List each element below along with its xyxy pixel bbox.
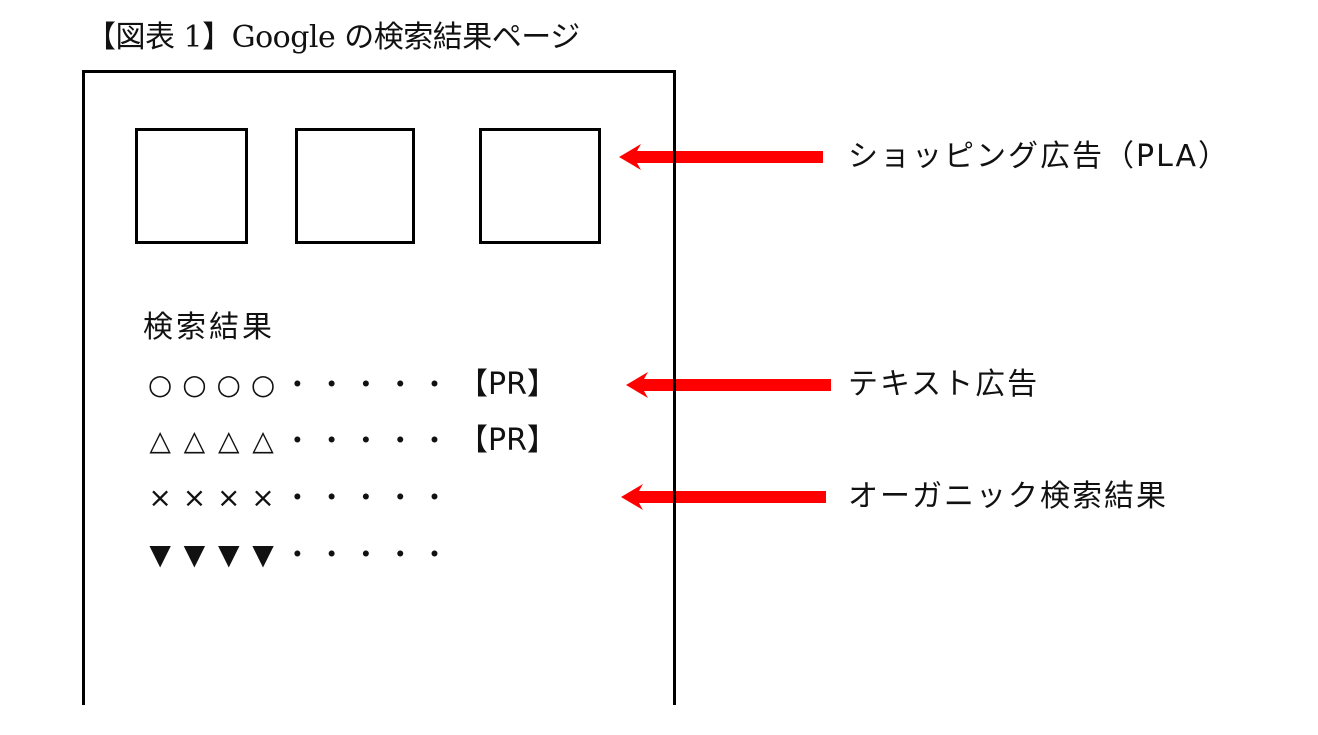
left-arrow-icon	[621, 484, 826, 510]
result-dot: ・	[351, 368, 380, 401]
result-symbol: ×	[182, 481, 207, 514]
result-symbol: ▼	[149, 538, 171, 571]
result-dot: ・	[386, 424, 415, 457]
left-arrow-icon	[626, 372, 831, 398]
result-dot: ・	[351, 481, 380, 514]
result-dot: ・	[420, 424, 449, 457]
annotation-label: テキスト広告	[848, 367, 1040, 402]
annotation-label: ショッピング広告（PLA）	[848, 139, 1231, 174]
result-symbol: ×	[148, 481, 172, 514]
result-dot: ・	[386, 538, 415, 571]
result-dot: ・	[420, 481, 449, 514]
result-row: ○○○○・・・・・	[143, 363, 452, 407]
result-symbol: ×	[251, 481, 275, 514]
result-dot: ・	[317, 481, 346, 514]
shopping-ad-box-2	[295, 128, 415, 244]
annotation-label: オーガニック検索結果	[848, 479, 1168, 514]
result-symbol: △	[252, 424, 274, 457]
left-arrow-icon	[619, 144, 823, 170]
pr-badge: 【PR】	[458, 367, 557, 402]
result-dot: ・	[283, 368, 312, 401]
pr-badge: 【PR】	[458, 423, 557, 458]
result-row: △△△△・・・・・	[143, 419, 452, 463]
shopping-ad-box-3	[479, 128, 601, 244]
result-dot: ・	[386, 481, 415, 514]
result-dot: ・	[386, 368, 415, 401]
result-dot: ・	[317, 424, 346, 457]
result-symbol: △	[149, 424, 171, 457]
result-symbol: ▼	[217, 538, 240, 571]
results-heading: 検索結果	[143, 310, 275, 345]
result-symbol: △	[217, 424, 240, 457]
result-dot: ・	[351, 538, 380, 571]
result-dot: ・	[317, 368, 346, 401]
result-symbol: △	[183, 424, 206, 457]
result-dot: ・	[351, 424, 380, 457]
result-dot: ・	[283, 538, 312, 571]
result-symbol: ○	[216, 368, 241, 401]
result-symbol: ○	[250, 368, 276, 401]
result-row: ××××・・・・・	[143, 476, 452, 520]
result-dot: ・	[420, 538, 449, 571]
figure-title: 【図表 1】Google の検索結果ページ	[86, 20, 580, 55]
result-symbol: ▼	[183, 538, 206, 571]
result-dot: ・	[283, 481, 312, 514]
result-symbol: ○	[147, 368, 173, 401]
shopping-ad-box-1	[135, 128, 248, 244]
result-symbol: ×	[217, 481, 241, 514]
result-dot: ・	[317, 538, 346, 571]
result-symbol: ○	[182, 368, 207, 401]
frame-right-border	[673, 70, 676, 702]
result-dot: ・	[420, 368, 449, 401]
result-row: ▼▼▼▼・・・・・	[143, 533, 452, 577]
result-symbol: ▼	[252, 538, 274, 571]
result-dot: ・	[283, 424, 312, 457]
